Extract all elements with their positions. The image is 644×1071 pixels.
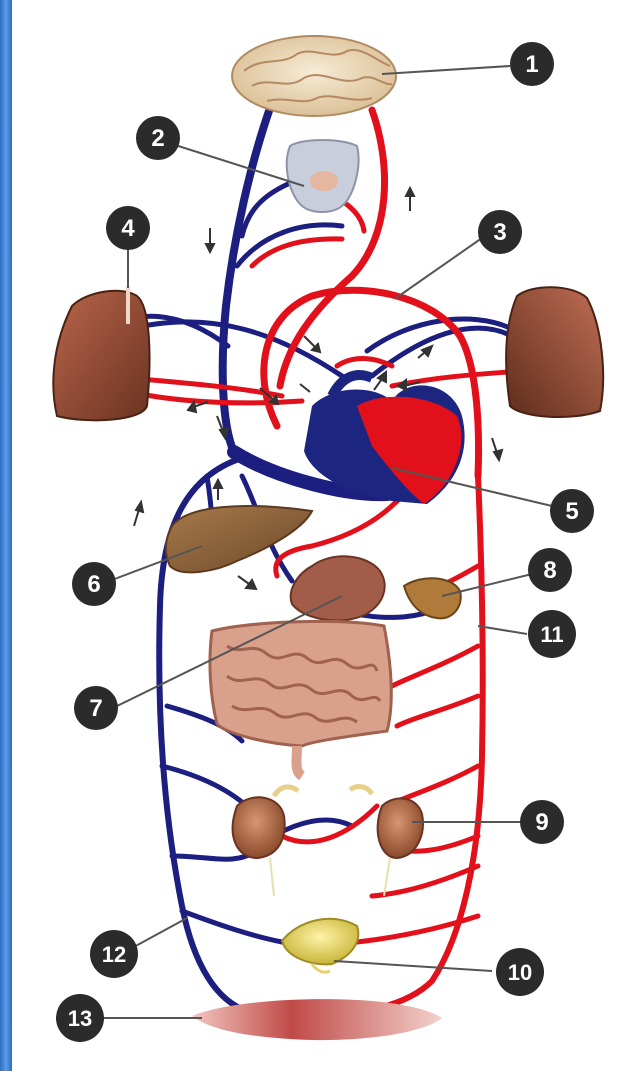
- label-11: 11: [540, 622, 563, 647]
- badge-12: 12: [90, 930, 138, 978]
- badge-3: 3: [478, 210, 522, 254]
- badge-13: 13: [56, 994, 104, 1042]
- badge-2: 2: [136, 116, 180, 160]
- label-5: 5: [565, 498, 578, 525]
- bladder-icon: [282, 919, 358, 972]
- kidney-icon: [233, 787, 423, 896]
- label-3: 3: [493, 219, 506, 246]
- stomach-icon: [291, 556, 385, 620]
- badge-6: 6: [72, 562, 116, 606]
- diagram-canvas: 1 2 3 4 5 6 7 8 9 10 11 12: [12, 6, 644, 1071]
- intestine-icon: [210, 621, 391, 776]
- spleen-icon: [404, 578, 461, 618]
- badge-1: 1: [510, 42, 554, 86]
- label-2: 2: [151, 125, 164, 152]
- lung-right-icon: [506, 287, 603, 417]
- badge-7: 7: [74, 686, 118, 730]
- badge-9: 9: [520, 800, 564, 844]
- lung-left-icon: [53, 286, 149, 420]
- label-10: 10: [508, 960, 532, 985]
- thyroid-icon: [287, 140, 359, 212]
- badge-10: 10: [496, 948, 544, 996]
- badge-8: 8: [528, 548, 572, 592]
- badge-5: 5: [550, 489, 594, 533]
- label-8: 8: [543, 557, 556, 584]
- liver-icon: [166, 506, 312, 572]
- label-13: 13: [68, 1006, 92, 1031]
- label-7: 7: [89, 695, 102, 722]
- badge-11: 11: [528, 610, 576, 658]
- label-12: 12: [102, 942, 126, 967]
- label-1: 1: [525, 51, 538, 78]
- label-9: 9: [535, 809, 548, 836]
- badge-4: 4: [106, 206, 150, 250]
- circulatory-system-diagram: 1 2 3 4 5 6 7 8 9 10 11 12: [12, 6, 644, 1071]
- brain-icon: [232, 36, 396, 116]
- label-6: 6: [87, 571, 100, 598]
- label-4: 4: [121, 215, 135, 242]
